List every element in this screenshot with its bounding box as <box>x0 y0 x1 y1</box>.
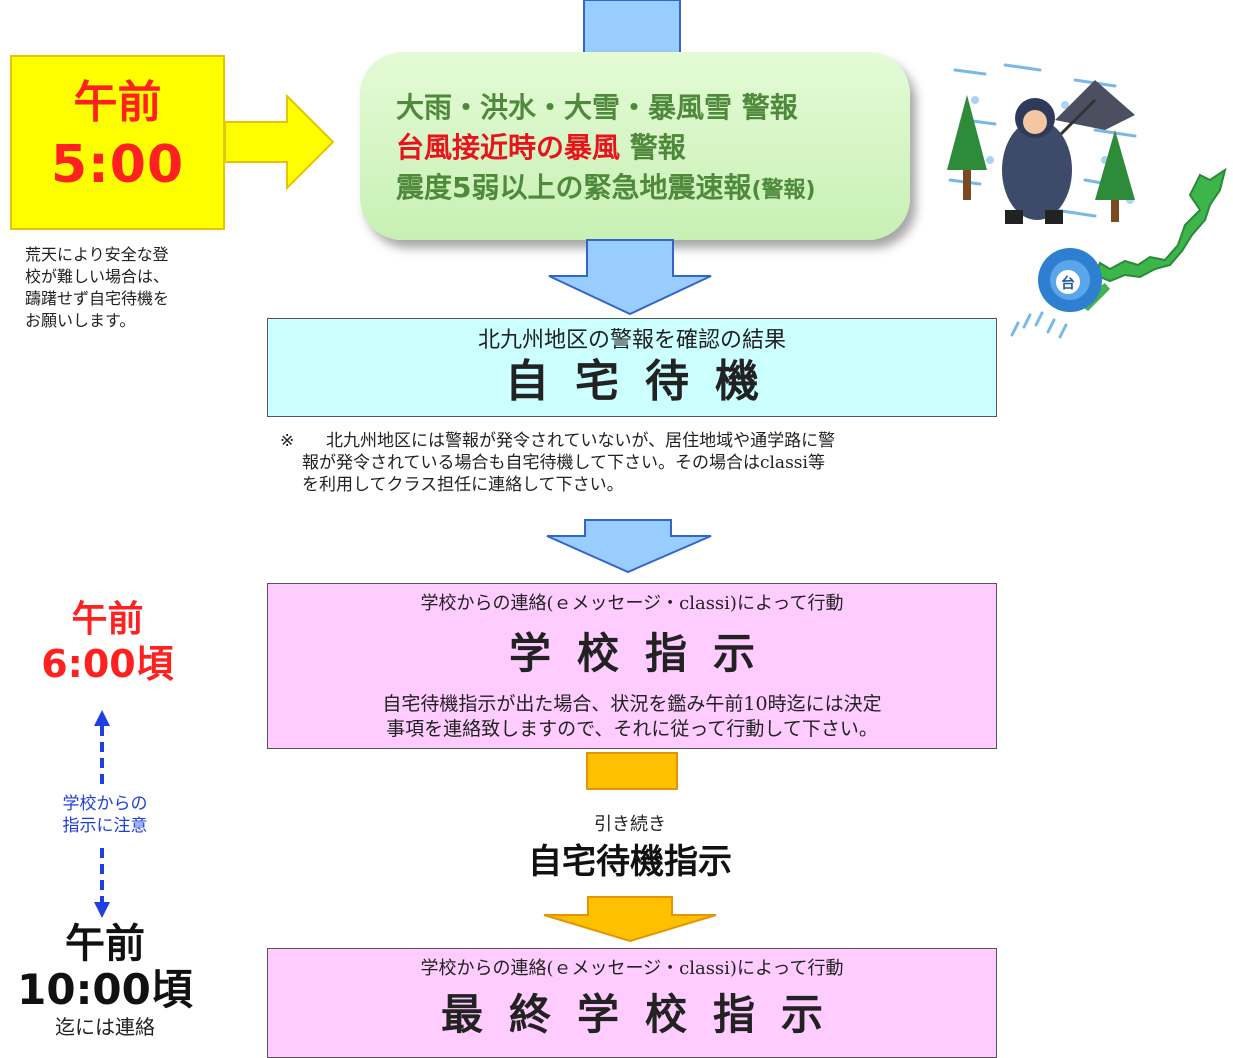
school-description-line: 自宅待機指示が出た場合、状況を鑑み午前10時迄には決定 <box>382 693 882 715</box>
attention-line: 学校からの <box>62 794 148 814</box>
advice-line: 躊躇せず自宅待機を <box>25 289 170 308</box>
advice-line: 校が難しい場合は、 <box>25 267 170 286</box>
start-time-label: 午前 <box>73 77 162 128</box>
continue-standby-title: 自宅待機指示 <box>528 842 732 882</box>
time-6-label: 午前 <box>71 599 144 640</box>
result-caption: 北九州地区の警報を確認の結果 <box>477 328 786 353</box>
earthquake-warning-text: 震度5弱以上の緊急地震速報 <box>396 171 752 204</box>
down-arrow-1-icon <box>548 239 712 316</box>
home-standby-result-box: 北九州地区の警報を確認の結果 自宅待機 <box>267 318 997 417</box>
yellow-right-arrow-icon <box>225 93 335 191</box>
orange-connector <box>586 752 678 790</box>
final-caption: 学校からの連絡(ｅメッセージ・classi)によって行動 <box>420 958 844 979</box>
start-time-block: 午前 5:00 <box>10 55 225 230</box>
warning-line-2: 台風接近時の暴風 警報 <box>396 128 910 168</box>
time-10-note: 迄には連絡 <box>55 1015 155 1039</box>
start-time-value: 5:00 <box>50 135 185 195</box>
down-arrow-2-icon <box>546 519 712 574</box>
result-title: 自宅待機 <box>505 356 785 407</box>
warning-note: (警報) <box>751 178 816 203</box>
final-instruction-box: 学校からの連絡(ｅメッセージ・classi)によって行動 最終学校指示 <box>267 948 997 1058</box>
remark-text: 北九州地区には警報が発令されていないが、居住地域や通学路に警 <box>326 431 836 451</box>
timeline-dashed-arrow <box>94 710 110 918</box>
typhoon-label: 台 <box>1061 275 1075 292</box>
top-arrow-stub <box>583 0 681 55</box>
time-10-value: 10:00頃 <box>17 965 193 1014</box>
remark-mark: ※ <box>280 431 295 451</box>
time-10-label: 午前 <box>65 921 145 967</box>
advice-line: お願いします。 <box>25 311 136 330</box>
warning-line-3: 震度5弱以上の緊急地震速報(警報) <box>396 168 910 211</box>
school-caption: 学校からの連絡(ｅメッセージ・classi)によって行動 <box>420 593 844 614</box>
attention-note: 学校からの 指示に注意 <box>45 793 165 837</box>
warning-conditions-box: 大雨・洪水・大雪・暴風雪 警報 台風接近時の暴風 警報 震度5弱以上の緊急地震速… <box>360 52 910 240</box>
japan-typhoon-map-illustration: 台 <box>1010 167 1227 339</box>
school-instruction-box: 学校からの連絡(ｅメッセージ・classi)によって行動 学校指示 自宅待機指示… <box>267 583 997 749</box>
continue-caption: 引き続き <box>594 814 666 835</box>
school-description: 自宅待機指示が出た場合、状況を鑑み午前10時迄には決定 事項を連絡致しますので、… <box>268 692 996 742</box>
left-advice-note: 荒天により安全な登 校が難しい場合は、 躊躇せず自宅待機を お願いします。 <box>25 244 225 332</box>
school-title: 学校指示 <box>508 629 781 678</box>
warning-line-1: 大雨・洪水・大雪・暴風雪 警報 <box>396 91 798 124</box>
typhoon-warning-text: 台風接近時の暴風 <box>396 131 621 164</box>
remark-note: ※ 北九州地区には警報が発令されていないが、居住地域や通学路に警 報が発令されてい… <box>280 430 1000 496</box>
time-6-value: 6:00頃 <box>41 642 174 686</box>
school-description-line: 事項を連絡致しますので、それに従って行動して下さい。 <box>386 718 878 740</box>
warning-suffix: 警報 <box>620 131 686 164</box>
orange-down-arrow-icon <box>543 896 717 943</box>
storm-person-illustration <box>945 60 1145 225</box>
advice-line: 荒天により安全な登 <box>25 245 169 264</box>
remark-line-2: 報が発令されている場合も自宅待機して下さい。その場合はclassi等 <box>302 453 825 473</box>
attention-line: 指示に注意 <box>62 816 148 836</box>
final-title: 最終学校指示 <box>440 990 849 1039</box>
remark-line-3: を利用してクラス担任に連絡して下さい。 <box>302 475 624 495</box>
remark-line-1: ※ 北九州地区には警報が発令されていないが、居住地域や通学路に警 <box>280 430 1000 452</box>
